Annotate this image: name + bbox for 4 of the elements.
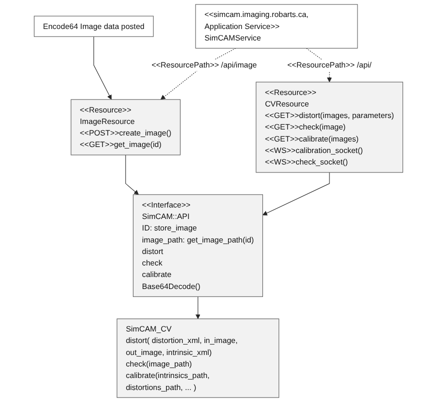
arrow bbox=[93, 36, 112, 100]
arrow bbox=[125, 154, 139, 195]
arrow bbox=[196, 296, 200, 320]
arrow bbox=[262, 172, 330, 216]
